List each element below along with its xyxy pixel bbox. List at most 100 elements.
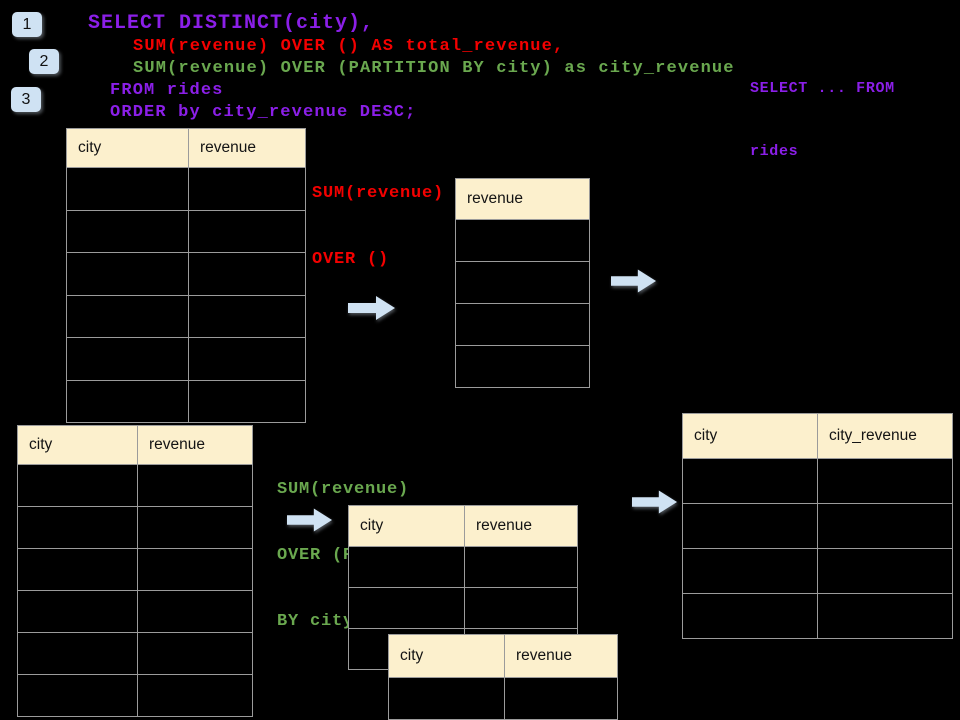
table-row bbox=[67, 167, 305, 210]
table-row bbox=[67, 337, 305, 380]
table-header-row: city city_revenue bbox=[683, 414, 952, 458]
column-header-city: city bbox=[683, 414, 817, 458]
table-cell bbox=[188, 168, 305, 210]
column-header-city-revenue: city_revenue bbox=[817, 414, 952, 458]
table-cell bbox=[67, 253, 188, 295]
table-cell bbox=[683, 549, 817, 593]
table-row bbox=[349, 546, 577, 587]
column-header-revenue: revenue bbox=[137, 426, 252, 464]
table-row bbox=[456, 219, 589, 261]
table-row bbox=[18, 464, 252, 506]
table-cell bbox=[18, 507, 137, 548]
right-arrow-icon bbox=[287, 508, 333, 532]
table-cell bbox=[188, 210, 305, 252]
step-badge-3: 3 bbox=[11, 87, 41, 112]
table-header-row: revenue bbox=[456, 179, 589, 219]
annotation-line: SUM(revenue) bbox=[312, 184, 445, 203]
side-note-select-from-rides: SELECT ... FROM rides bbox=[750, 36, 895, 204]
column-header-revenue: revenue bbox=[188, 129, 305, 167]
table-row bbox=[18, 632, 252, 674]
table-cell bbox=[456, 304, 589, 345]
table-cell bbox=[188, 380, 305, 422]
table-cell bbox=[67, 210, 188, 252]
table-partition-overlay: city revenue bbox=[388, 634, 618, 720]
table-cell bbox=[817, 459, 952, 503]
table-cell bbox=[137, 591, 252, 632]
table-header-row: city revenue bbox=[67, 129, 305, 167]
column-header-city: city bbox=[18, 426, 137, 464]
table-row bbox=[683, 548, 952, 593]
table-cell bbox=[18, 633, 137, 674]
annotation-sum-over: SUM(revenue) OVER () bbox=[312, 139, 444, 315]
table-cell bbox=[137, 507, 252, 548]
table-cell bbox=[683, 459, 817, 503]
table-cell bbox=[18, 591, 137, 632]
column-header-city: city bbox=[389, 635, 504, 677]
table-cell bbox=[188, 253, 305, 295]
column-header-city: city bbox=[349, 506, 464, 546]
table-city-revenue-result: city city_revenue bbox=[682, 413, 953, 639]
table-cell bbox=[349, 588, 464, 628]
table-cell bbox=[137, 465, 252, 506]
column-header-revenue: revenue bbox=[504, 635, 617, 677]
table-cell bbox=[137, 549, 252, 590]
table-row bbox=[683, 458, 952, 503]
table-row bbox=[683, 593, 952, 638]
annotation-line: SUM(revenue) bbox=[277, 480, 410, 499]
table-cell bbox=[464, 588, 577, 628]
table-cell bbox=[504, 678, 617, 719]
table-cell bbox=[188, 295, 305, 337]
table-cell bbox=[456, 346, 589, 387]
table-cell bbox=[817, 504, 952, 548]
table-cell bbox=[817, 594, 952, 638]
table-row bbox=[456, 345, 589, 387]
step-badge-1: 1 bbox=[12, 12, 42, 37]
table-cell bbox=[188, 338, 305, 380]
table-cell bbox=[389, 678, 504, 719]
table-header-row: city revenue bbox=[18, 426, 252, 464]
right-arrow-icon bbox=[348, 296, 395, 320]
side-note-line: rides bbox=[750, 143, 799, 160]
table-cell bbox=[18, 549, 137, 590]
table-cell bbox=[456, 262, 589, 303]
table-cell bbox=[683, 504, 817, 548]
table-row bbox=[67, 379, 305, 422]
table-cell bbox=[67, 338, 188, 380]
sql-line-total-revenue: SUM(revenue) OVER () AS total_revenue, bbox=[133, 37, 565, 56]
table-source-bottom: city revenue bbox=[17, 425, 253, 717]
table-source-top: city revenue bbox=[66, 128, 306, 423]
column-header-revenue: revenue bbox=[464, 506, 577, 546]
table-cell bbox=[67, 380, 188, 422]
table-row bbox=[67, 294, 305, 337]
table-cell bbox=[137, 675, 252, 716]
step-badge-2: 2 bbox=[29, 49, 59, 74]
table-row bbox=[389, 677, 617, 719]
table-cell bbox=[456, 220, 589, 261]
sql-line-select: SELECT DISTINCT(city), bbox=[88, 12, 375, 35]
table-cell bbox=[18, 675, 137, 716]
table-row bbox=[18, 548, 252, 590]
table-cell bbox=[18, 465, 137, 506]
sql-line-partition: SUM(revenue) OVER (PARTITION BY city) as… bbox=[133, 59, 735, 78]
table-cell bbox=[67, 295, 188, 337]
table-row bbox=[456, 303, 589, 345]
table-header-row: city revenue bbox=[349, 506, 577, 546]
table-cell bbox=[137, 633, 252, 674]
right-arrow-icon bbox=[632, 490, 678, 514]
table-total-revenue-result: revenue bbox=[455, 178, 590, 388]
right-arrow-icon bbox=[611, 269, 657, 293]
table-row bbox=[683, 503, 952, 548]
table-cell bbox=[817, 549, 952, 593]
table-cell bbox=[464, 547, 577, 587]
table-row bbox=[349, 587, 577, 628]
table-row bbox=[18, 590, 252, 632]
side-note-line: SELECT ... FROM bbox=[750, 80, 895, 97]
column-header-city: city bbox=[67, 129, 188, 167]
table-row bbox=[456, 261, 589, 303]
table-row bbox=[67, 209, 305, 252]
table-cell bbox=[683, 594, 817, 638]
table-cell bbox=[67, 168, 188, 210]
column-header-revenue: revenue bbox=[456, 179, 589, 219]
table-header-row: city revenue bbox=[389, 635, 617, 677]
